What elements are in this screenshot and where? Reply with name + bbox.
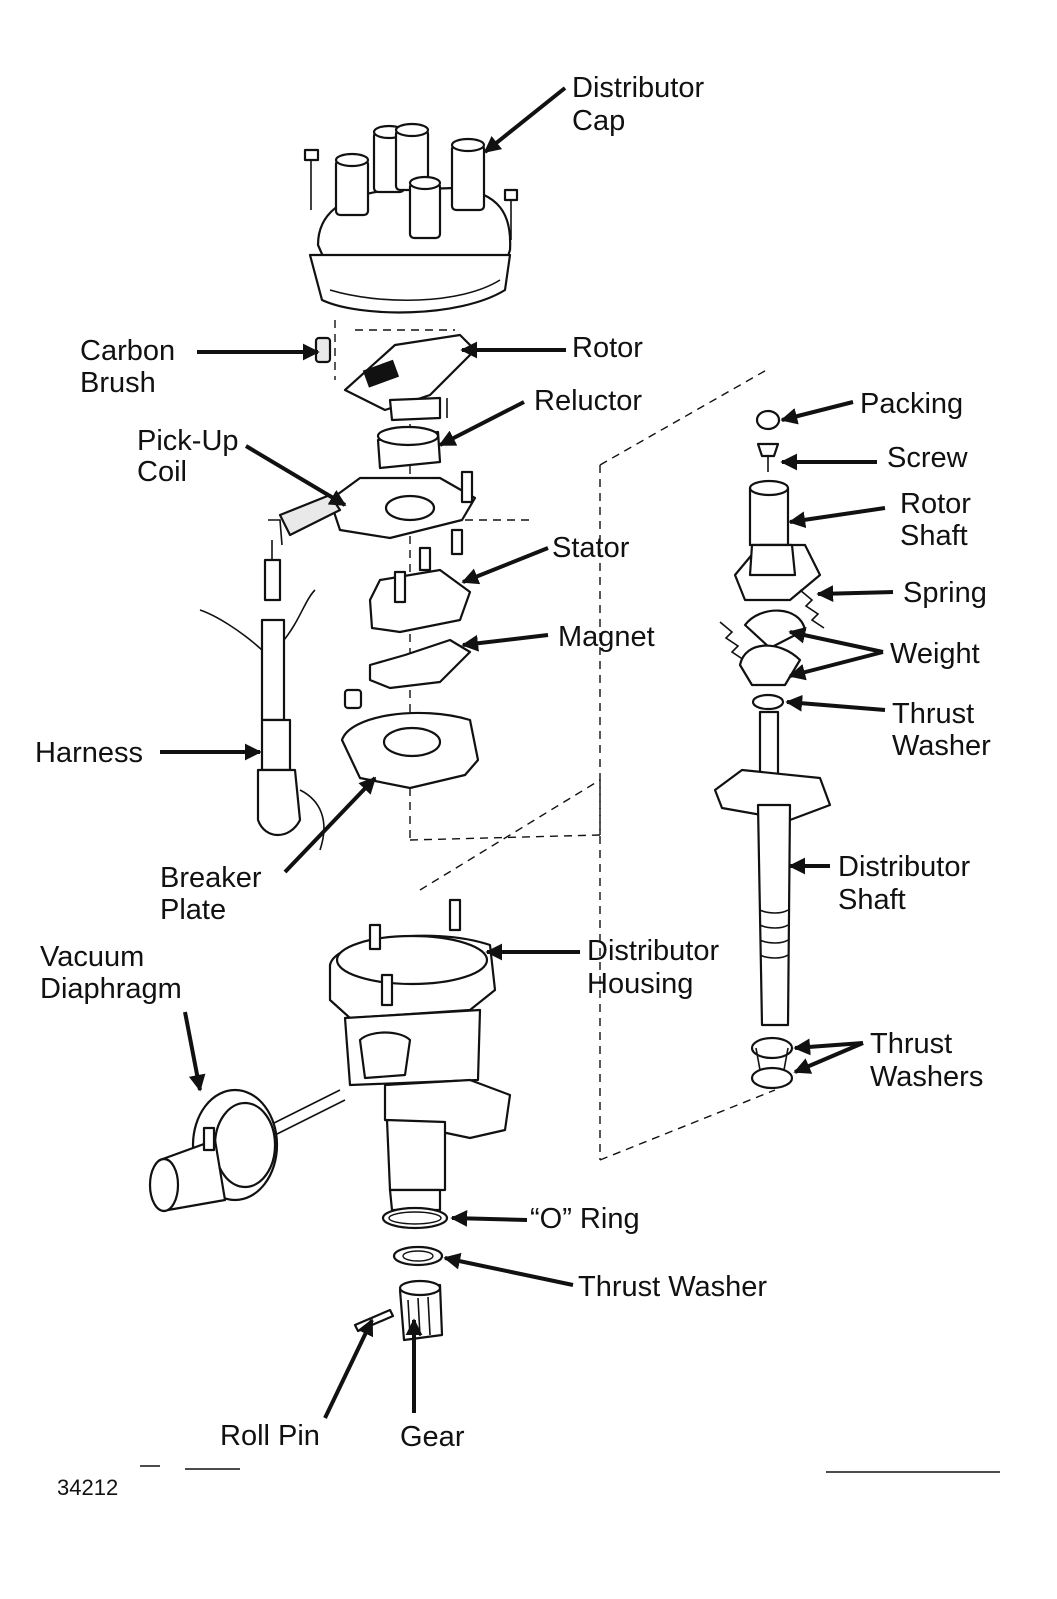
label-thrust-washer-bottom: Thrust Washer [578, 1271, 767, 1303]
label-carbon-brush-line2: Brush [80, 367, 156, 399]
figure-number: 34212 [57, 1475, 118, 1500]
reluctor-part [376, 398, 448, 470]
label-o-ring: “O” Ring [530, 1203, 640, 1235]
rotor-shaft-part [733, 479, 822, 602]
label-pickup-coil-line1: Pick-Up [137, 425, 239, 457]
roll-pin-part [353, 1308, 395, 1333]
label-stator: Stator [552, 532, 630, 564]
leader-arrows [160, 86, 894, 1419]
label-vacuum-diaphragm-line2: Diaphragm [40, 973, 182, 1005]
carbon-brush-part [314, 336, 332, 364]
label-rotor: Rotor [572, 332, 643, 364]
stator-part [368, 528, 472, 634]
gear-part [398, 1279, 444, 1342]
distributor-housing-part [328, 898, 512, 1212]
label-vacuum-diaphragm-line1: Vacuum [40, 941, 144, 973]
label-gear: Gear [400, 1421, 465, 1453]
weight-part [738, 609, 807, 687]
thrust-washer-right-part [751, 693, 785, 711]
label-breaker-plate-line1: Breaker [160, 862, 262, 894]
label-distributor-cap-line1: Distributor [572, 72, 704, 104]
label-rotor-shaft-line2: Shaft [900, 520, 968, 552]
label-screw: Screw [887, 442, 969, 474]
label-thrust-washer-right-line2: Washer [892, 730, 991, 762]
label-weight: Weight [890, 638, 980, 670]
label-magnet: Magnet [558, 621, 655, 653]
distributor-shaft-part [713, 710, 832, 1027]
labels: Distributor Cap Carbon Brush Rotor Reluc… [35, 72, 991, 1453]
label-distributor-housing-line2: Housing [587, 968, 693, 1000]
label-reluctor: Reluctor [534, 385, 642, 417]
label-pickup-coil-line2: Coil [137, 456, 187, 488]
harness-part [199, 540, 325, 851]
breaker-plate-part [340, 688, 480, 790]
figure-footer: 34212 [57, 1465, 1000, 1500]
label-thrust-washer-right-line1: Thrust [892, 698, 974, 730]
label-distributor-cap-line2: Cap [572, 105, 625, 137]
screw-part [756, 442, 780, 472]
rotor-part [343, 333, 477, 422]
magnet-part [368, 638, 472, 690]
label-thrust-washers-line2: Washers [870, 1061, 983, 1093]
label-breaker-plate-line2: Plate [160, 894, 226, 926]
label-thrust-washers-line1: Thrust [870, 1028, 952, 1060]
label-carbon-brush-line1: Carbon [80, 335, 175, 367]
label-roll-pin: Roll Pin [220, 1420, 320, 1452]
label-rotor-shaft-line1: Rotor [900, 488, 971, 520]
vacuum-diaphragm-part [148, 1088, 346, 1213]
packing-part [755, 409, 781, 431]
label-distributor-shaft-line1: Distributor [838, 851, 970, 883]
distributor-cap-part [303, 122, 519, 314]
label-distributor-shaft-line2: Shaft [838, 884, 906, 916]
label-packing: Packing [860, 388, 963, 420]
o-ring-part [381, 1206, 449, 1230]
label-harness: Harness [35, 737, 143, 769]
label-distributor-housing-line1: Distributor [587, 935, 719, 967]
label-spring: Spring [903, 577, 987, 609]
thrust-washers-part [750, 1036, 794, 1090]
spring-part [719, 589, 825, 661]
thrust-washer-bottom-part [392, 1245, 444, 1267]
pickup-coil-part [268, 470, 477, 546]
